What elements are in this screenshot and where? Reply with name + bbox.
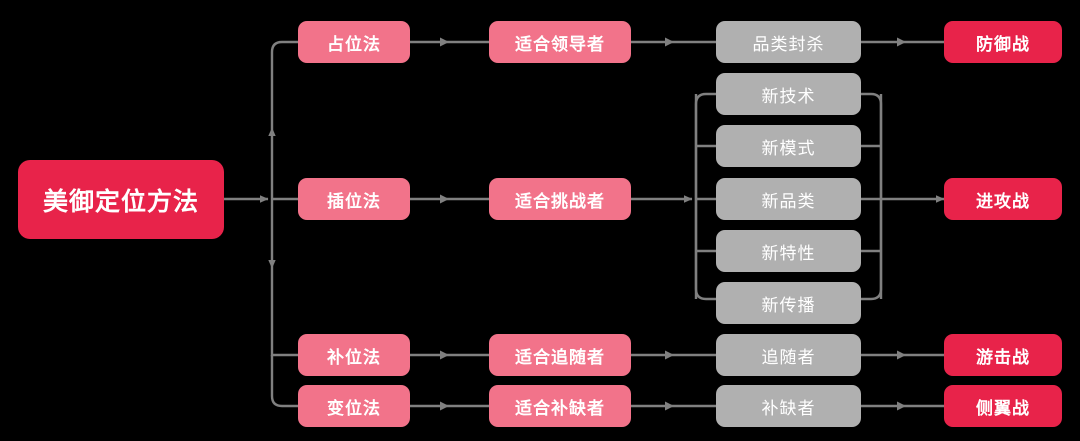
node-outcome-1-label: 防御战 (976, 34, 1030, 54)
node-tactic-5[interactable]: 新特性 (716, 230, 861, 272)
node-audience-4-label: 适合补缺者 (515, 398, 605, 418)
node-audience-3[interactable]: 适合追随者 (489, 334, 631, 376)
node-method-2-label: 插位法 (327, 191, 381, 211)
node-audience-1-label: 适合领导者 (515, 34, 605, 54)
node-outcome-2[interactable]: 进攻战 (944, 178, 1062, 220)
node-tactic-4[interactable]: 新品类 (716, 178, 861, 220)
node-method-2[interactable]: 插位法 (298, 178, 410, 220)
node-audience-4[interactable]: 适合补缺者 (489, 385, 631, 427)
node-method-4-label: 变位法 (327, 398, 381, 418)
node-method-3[interactable]: 补位法 (298, 334, 410, 376)
node-audience-2[interactable]: 适合挑战者 (489, 178, 631, 220)
node-tactic-4-label: 新品类 (761, 191, 816, 211)
node-tactic-7-label: 追随者 (761, 347, 816, 367)
node-tactic-2[interactable]: 新技术 (716, 73, 861, 115)
node-tactic-1-label: 品类封杀 (752, 34, 825, 54)
node-root-label: 美御定位方法 (42, 187, 199, 216)
node-outcome-1[interactable]: 防御战 (944, 21, 1062, 63)
node-method-4[interactable]: 变位法 (298, 385, 410, 427)
node-method-1[interactable]: 占位法 (298, 21, 410, 63)
node-tactic-3[interactable]: 新模式 (716, 125, 861, 167)
node-tactic-2-label: 新技术 (761, 86, 816, 106)
node-audience-3-label: 适合追随者 (515, 347, 605, 367)
link-trunk-m4 (270, 355, 298, 408)
link-trunk-m3 (270, 268, 298, 357)
bracket-left (694, 92, 716, 301)
node-tactic-1[interactable]: 品类封杀 (716, 21, 861, 63)
node-root[interactable]: 美御定位方法 (18, 160, 224, 239)
node-tactic-3-label: 新模式 (761, 138, 816, 158)
node-audience-1[interactable]: 适合领导者 (489, 21, 631, 63)
node-outcome-4[interactable]: 侧翼战 (944, 385, 1062, 427)
node-tactic-8[interactable]: 补缺者 (716, 385, 861, 427)
node-audience-2-label: 适合挑战者 (515, 191, 605, 211)
link-trunk-m1 (270, 40, 298, 128)
node-outcome-2-label: 进攻战 (976, 191, 1030, 211)
bracket-right (861, 92, 883, 301)
node-tactic-6[interactable]: 新传播 (716, 282, 861, 324)
arrowheads (440, 37, 906, 411)
node-outcome-4-label: 侧翼战 (976, 398, 1030, 418)
node-outcome-3-label: 游击战 (976, 347, 1030, 367)
node-tactic-6-label: 新传播 (761, 295, 816, 315)
node-method-3-label: 补位法 (327, 347, 381, 367)
node-method-1-label: 占位法 (327, 34, 381, 54)
node-outcome-3[interactable]: 游击战 (944, 334, 1062, 376)
node-tactic-8-label: 补缺者 (761, 398, 816, 418)
node-tactic-7[interactable]: 追随者 (716, 334, 861, 376)
node-tactic-5-label: 新特性 (761, 243, 816, 263)
